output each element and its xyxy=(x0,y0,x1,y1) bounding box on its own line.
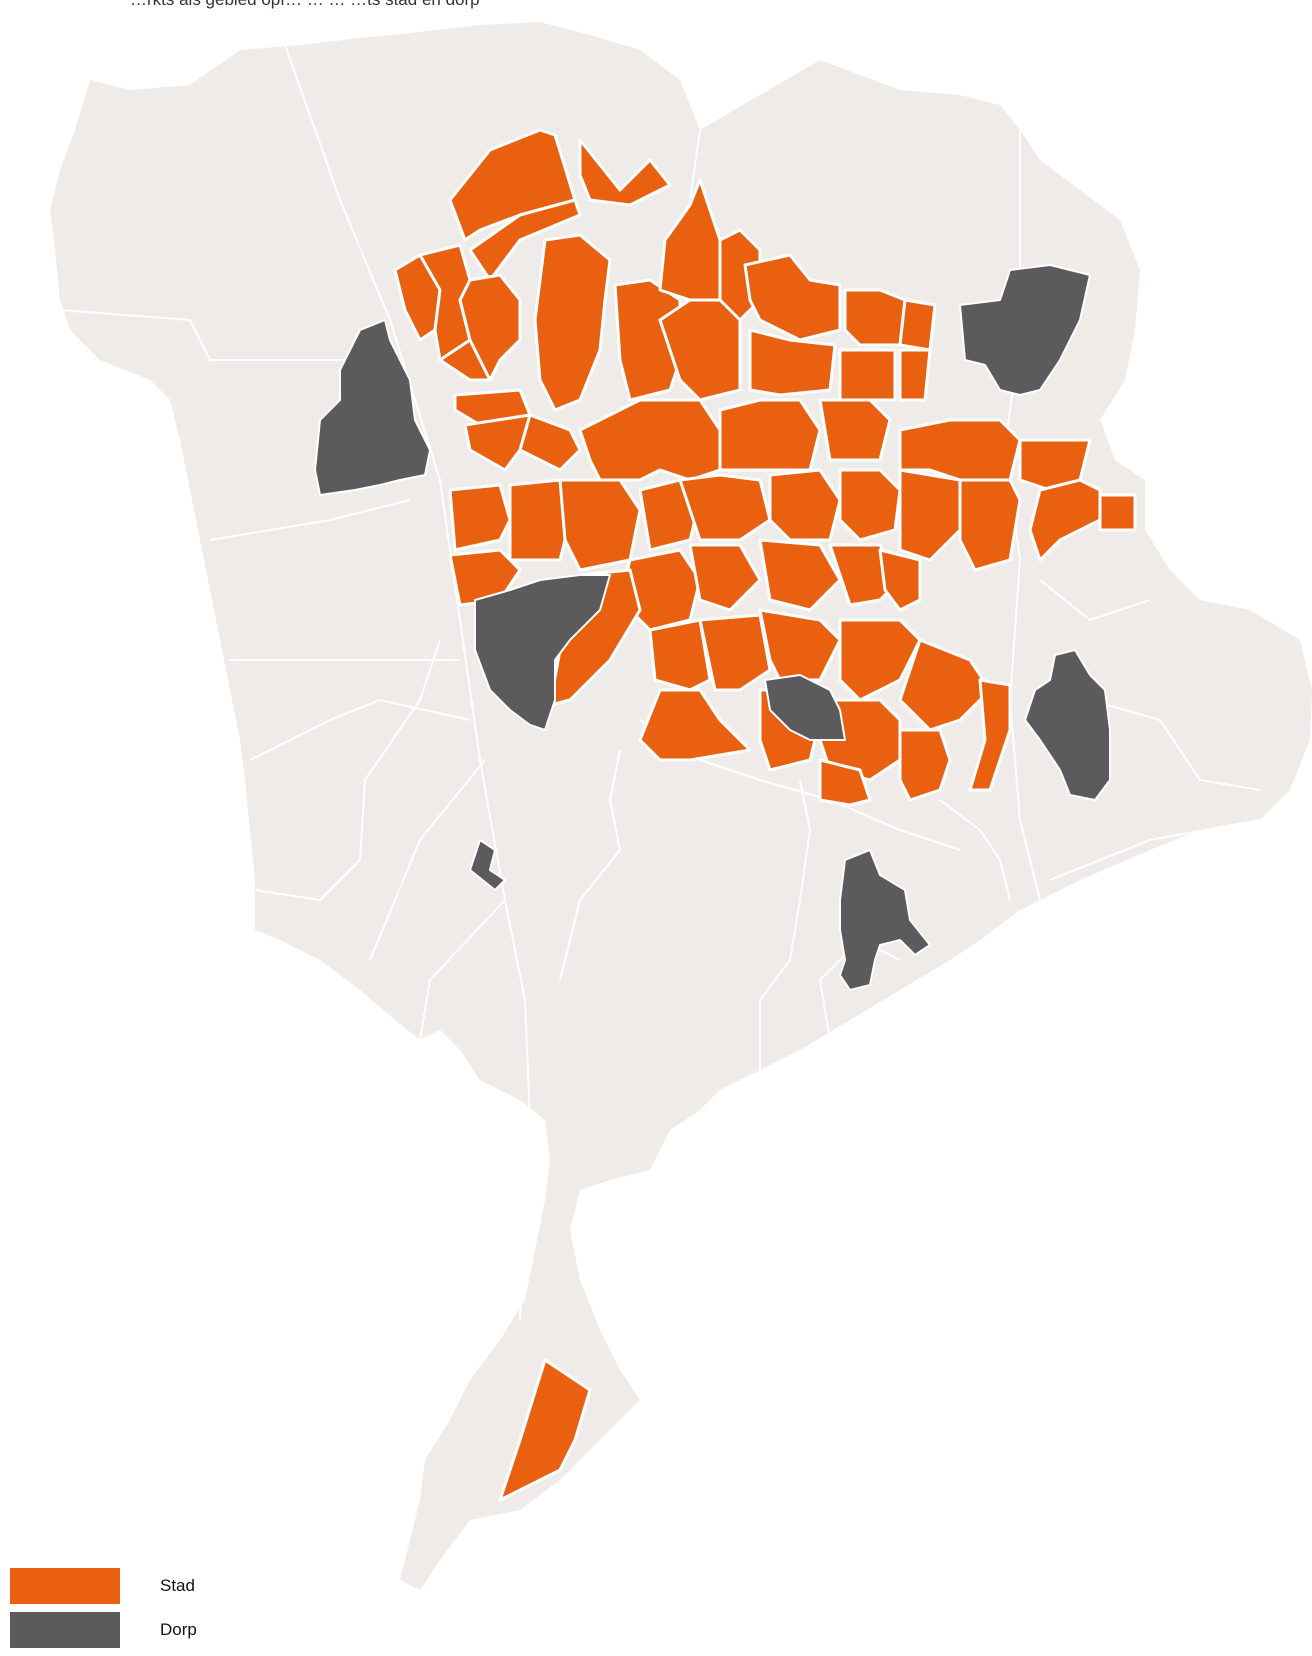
stad-areas xyxy=(393,128,1137,1502)
page-title: …rkts als gebied opf… … … …ts stad en do… xyxy=(130,0,480,10)
roads xyxy=(59,44,1261,1321)
legend: Stad Dorp xyxy=(10,1568,197,1656)
dorp-areas xyxy=(314,264,1111,991)
legend-label-stad: Stad xyxy=(160,1576,195,1595)
legend-swatch-stad xyxy=(10,1568,120,1604)
legend-swatch-dorp xyxy=(10,1612,120,1648)
legend-item-dorp: Dorp xyxy=(10,1612,197,1648)
legend-item-stad: Stad xyxy=(10,1568,197,1604)
legend-label-dorp: Dorp xyxy=(160,1620,197,1639)
